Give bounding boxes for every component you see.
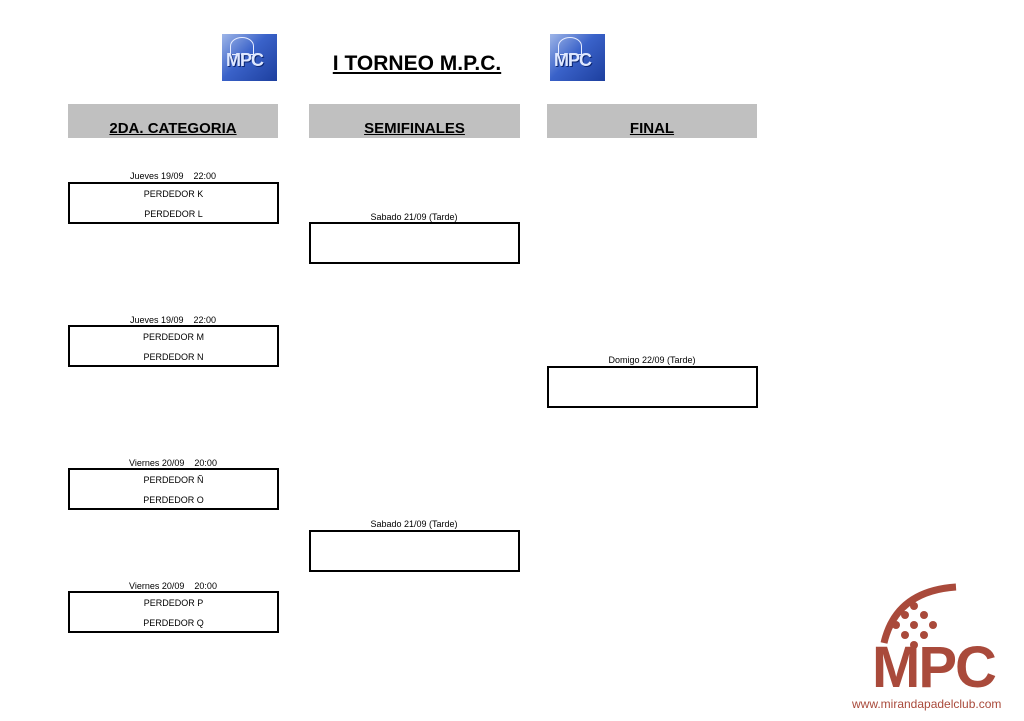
page-title: I TORNEO M.P.C. [332, 52, 502, 75]
final-time: Domigo 22/09 (Tarde) [608, 355, 696, 365]
match-time: Viernes 20/09 20:00 [129, 458, 217, 468]
match-box: PERDEDOR Ñ PERDEDOR O [68, 468, 279, 510]
padel-racket-icon [880, 583, 957, 649]
header-final: FINAL [547, 104, 757, 138]
match-time: Jueves 19/09 22:00 [129, 315, 217, 325]
semi-time: Sabado 21/09 (Tarde) [370, 519, 458, 529]
club-logo-right: MPC [550, 34, 605, 81]
logo-text: MPC [226, 50, 264, 70]
match-time: Viernes 20/09 20:00 [129, 581, 217, 591]
team: PERDEDOR P [143, 598, 204, 608]
team: PERDEDOR M [142, 332, 204, 342]
club-logo-left: MPC [222, 34, 277, 81]
final-box [547, 366, 758, 408]
team: PERDEDOR Ñ [143, 475, 204, 485]
semi-time: Sabado 21/09 (Tarde) [370, 212, 458, 222]
match-time: Jueves 19/09 22:00 [129, 171, 217, 181]
header-category: 2DA. CATEGORIA [68, 104, 278, 138]
match-box: PERDEDOR K PERDEDOR L [68, 182, 279, 224]
header-semifinals: SEMIFINALES [309, 104, 520, 138]
semi-box [309, 222, 520, 264]
match-box: PERDEDOR M PERDEDOR N [68, 325, 279, 367]
semi-box [309, 530, 520, 572]
team: PERDEDOR L [144, 209, 203, 219]
team: PERDEDOR N [143, 352, 204, 362]
mpc-watermark-logo: MPC www.mirandapadelclub.com [852, 583, 1016, 713]
team: PERDEDOR O [143, 495, 204, 505]
team: PERDEDOR Q [143, 618, 204, 628]
match-box: PERDEDOR P PERDEDOR Q [68, 591, 279, 633]
watermark-text: MPC [872, 635, 997, 700]
watermark-url: www.mirandapadelclub.com [852, 697, 1002, 711]
team: PERDEDOR K [143, 189, 204, 199]
logo-text: MPC [554, 50, 592, 70]
